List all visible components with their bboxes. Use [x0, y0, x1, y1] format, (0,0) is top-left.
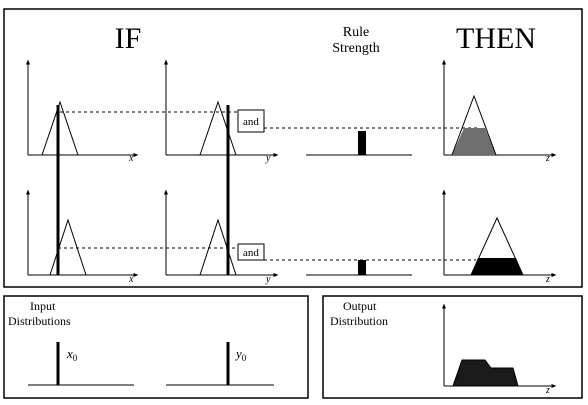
then-heading: THEN	[456, 22, 536, 55]
rule2-x-membership-triangle	[49, 218, 87, 276]
rule-strength-heading-line2: Strength	[332, 41, 379, 56]
output-panel-title-line1: Output	[343, 299, 377, 313]
output-z-axis-label: z	[545, 385, 550, 396]
rule2-strength-bar	[358, 260, 366, 275]
rule1-z-membership-triangle	[451, 94, 497, 156]
rule2-and-label: and	[243, 247, 259, 259]
main-panel	[3, 8, 583, 288]
rule1-x-axis-label: x	[128, 153, 134, 164]
rule2-z-plot: z	[442, 189, 557, 285]
aggregated-output-shape	[452, 359, 519, 387]
rule-2: x y and z	[26, 189, 557, 285]
rule1-y-membership-triangle	[199, 100, 237, 156]
output-distribution-panel: Output Distribution z	[322, 295, 583, 399]
rule2-z-axis-label: z	[545, 274, 550, 285]
rule2-y-axis-label: y	[265, 274, 271, 285]
if-heading: IF	[115, 22, 142, 55]
rule1-y-plot: y	[164, 59, 279, 164]
rule2-clipped-output	[471, 258, 523, 275]
rule-strength-heading-line1: Rule	[343, 25, 369, 40]
rule1-clipped-output	[452, 128, 496, 155]
rule2-y-plot: y	[164, 189, 279, 285]
output-panel-title-line2: Distribution	[330, 314, 388, 328]
rule1-z-plot: z	[442, 59, 557, 164]
rule1-z-axis-label: z	[545, 153, 550, 164]
input-y0-label: y0	[234, 346, 247, 363]
input-x0-label: x0	[66, 346, 78, 363]
input-panel-title-line2: Distributions	[8, 314, 71, 328]
rule1-y-axis-label: y	[265, 153, 271, 164]
input-distributions-panel: Input Distributions x0 y0	[3, 295, 309, 399]
rule2-x-axis-label: x	[128, 274, 134, 285]
rule1-and-box	[237, 109, 265, 133]
rule1-x-plot: x	[26, 59, 139, 164]
rule2-z-membership-triangle	[470, 216, 524, 276]
rule-1: x y and z	[26, 59, 557, 164]
rule2-x-plot: x	[26, 189, 139, 285]
rule1-and-label: and	[243, 116, 259, 128]
rule2-y-membership-triangle	[199, 218, 237, 276]
rule2-and-box	[237, 243, 265, 261]
input-panel-title-line1: Input	[30, 299, 56, 313]
rule1-strength-bar	[358, 131, 366, 155]
rule1-x-membership-triangle	[41, 100, 79, 156]
